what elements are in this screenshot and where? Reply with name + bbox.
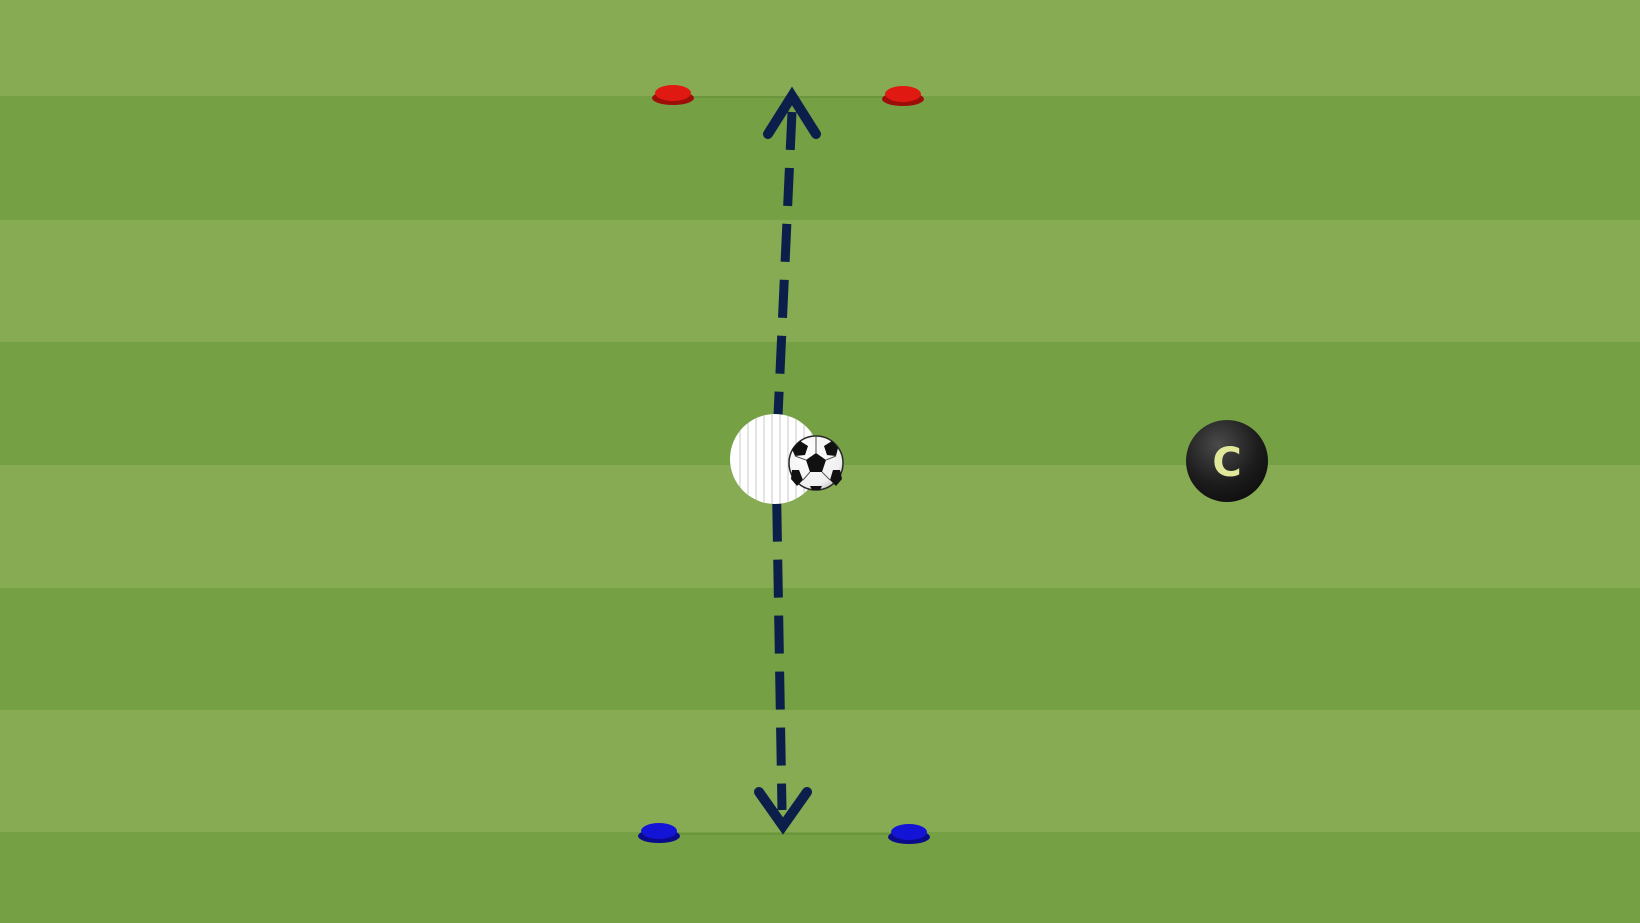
blue-cone-right xyxy=(888,824,930,844)
coach-label: C xyxy=(1212,440,1241,486)
red-cone-left xyxy=(652,85,694,105)
coach-token: C xyxy=(1186,420,1268,502)
pitch-stripe xyxy=(0,220,1640,342)
pitch-stripe xyxy=(0,0,1640,96)
soccer-ball-icon xyxy=(788,435,844,491)
pitch-stripe xyxy=(0,96,1640,220)
pitch-stripe xyxy=(0,832,1640,923)
pitch-stripe xyxy=(0,710,1640,832)
arrow-head-down xyxy=(754,787,812,835)
blue-cone-left xyxy=(638,823,680,843)
red-cone-right xyxy=(882,86,924,106)
arrow-head-up xyxy=(763,86,821,139)
pitch-stripe xyxy=(0,588,1640,710)
